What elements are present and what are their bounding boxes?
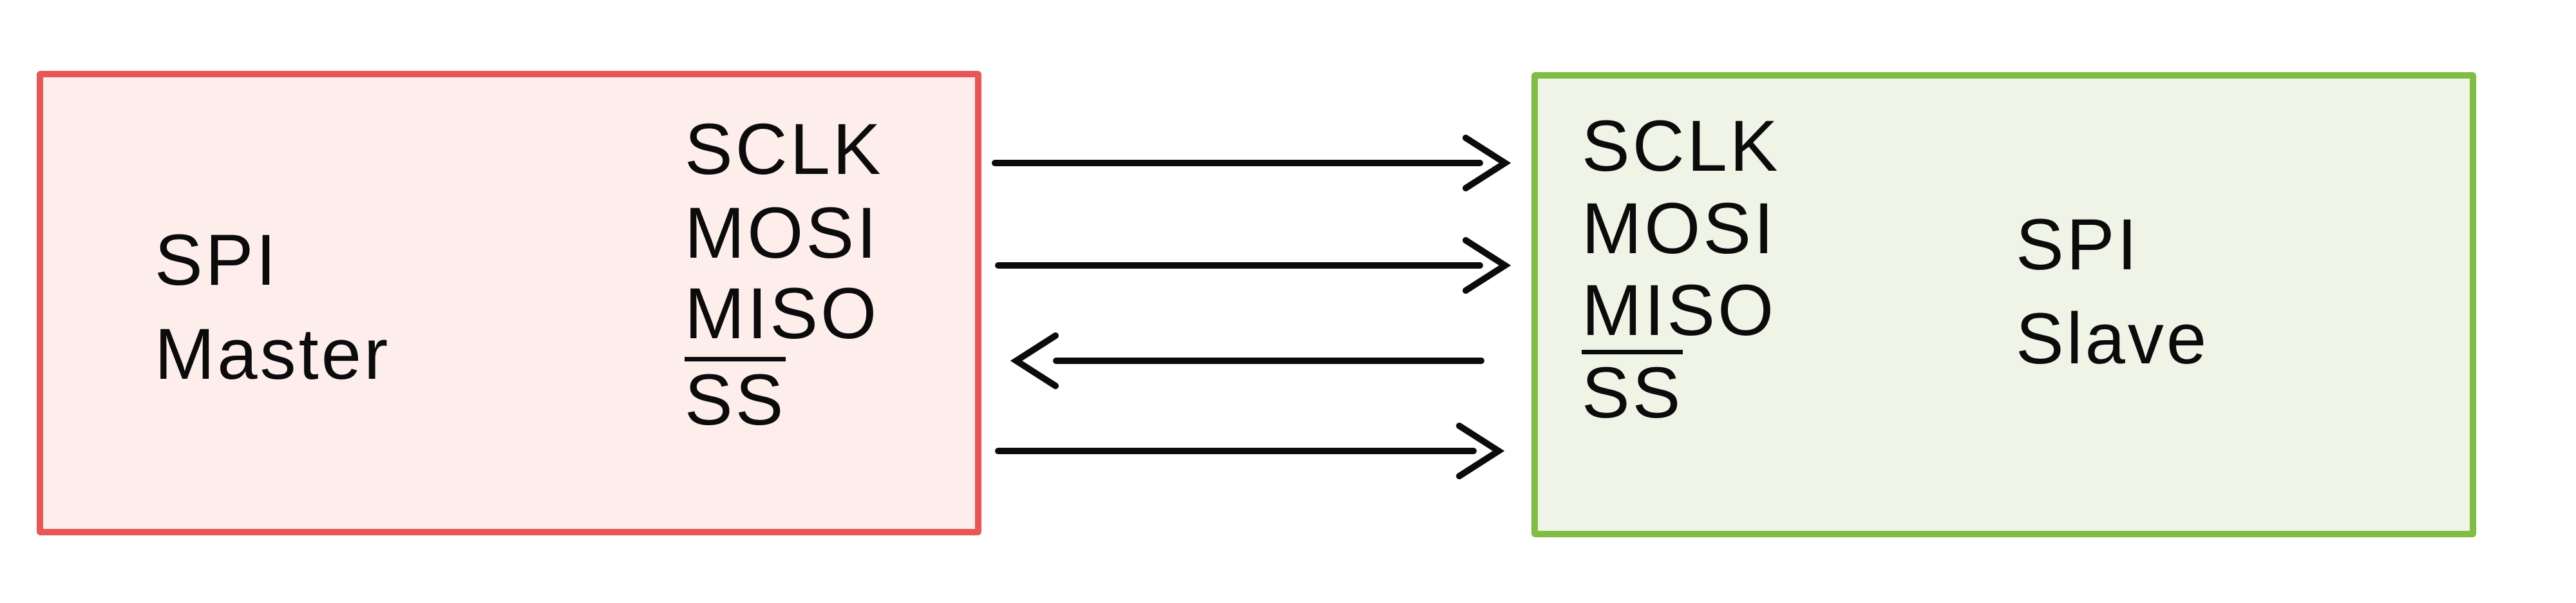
miso-arrow-head [1010, 332, 1059, 389]
master-pin-ss-overline-label: SS [685, 357, 786, 436]
spi-slave-box [1531, 72, 2476, 537]
spi-master-label-line2: Master [155, 314, 391, 394]
spi-master-label: SPI Master [155, 213, 390, 401]
slave-pin-mosi: MOSI [1582, 188, 1777, 269]
master-pin-sclk: SCLK [685, 109, 884, 189]
slave-pin-miso: MISO [1582, 270, 1777, 350]
master-pin-miso: MISO [685, 273, 880, 354]
spi-slave-label-line2: Slave [2016, 298, 2210, 379]
master-pin-ss: SS [685, 357, 786, 436]
spi-slave-label-line1: SPI [2016, 204, 2140, 285]
spi-slave-label: SPI Slave [2016, 198, 2209, 386]
master-pin-mosi: MOSI [685, 193, 880, 273]
spi-master-box [37, 71, 981, 535]
ss-arrow-head [1456, 423, 1505, 479]
ss-arrow [995, 423, 1505, 479]
mosi-arrow-head [1463, 237, 1511, 294]
slave-pin-sclk: SCLK [1582, 106, 1781, 186]
slave-pin-ss: SS [1582, 350, 1683, 429]
sclk-arrow [992, 135, 1511, 191]
sclk-arrow-head [1463, 135, 1511, 191]
spi-master-label-line1: SPI [155, 220, 279, 300]
mosi-arrow [995, 237, 1511, 294]
miso-arrow [1010, 332, 1484, 389]
slave-pin-ss-overline-label: SS [1582, 350, 1683, 429]
